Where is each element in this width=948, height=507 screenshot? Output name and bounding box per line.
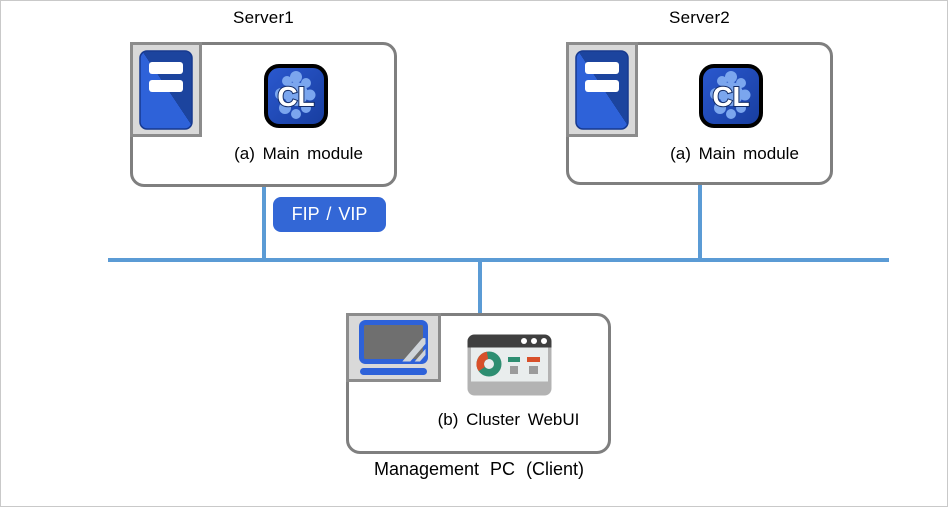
server2-title: Server2: [669, 8, 730, 27]
server2-server-frame: [566, 42, 638, 137]
cl-app-icon: CL: [264, 64, 328, 128]
laptop-icon: [359, 320, 428, 375]
server2-cl-app-icon: CL: [698, 63, 764, 134]
server2-connector-line: [698, 183, 702, 260]
management-pc-laptop-frame: [346, 313, 441, 382]
management-pc-browser-icon: [467, 334, 552, 401]
server1-cl-app-icon: CL: [263, 63, 329, 134]
server1-connector-line: [262, 185, 266, 260]
management-pc-module-label: (b) Cluster WebUI: [437, 410, 580, 429]
cl-icon-text: CL: [712, 81, 749, 112]
server-tower-icon: [575, 49, 629, 130]
server2-module-label: (a) Main module: [670, 144, 799, 163]
server1-module-label: (a) Main module: [234, 144, 363, 163]
server1-title: Server1: [233, 8, 294, 27]
browser-dashboard-icon: [467, 334, 552, 396]
fip-vip-badge: FIP / VIP: [273, 197, 386, 232]
management-pc-connector-line: [478, 260, 482, 315]
management-pc-caption: Management PC (Client): [373, 459, 585, 479]
server-tower-icon: [139, 49, 193, 130]
cl-app-icon: CL: [699, 64, 763, 128]
network-backbone-line: [108, 258, 889, 262]
cl-icon-text: CL: [277, 81, 314, 112]
server1-server-frame: [130, 42, 202, 137]
